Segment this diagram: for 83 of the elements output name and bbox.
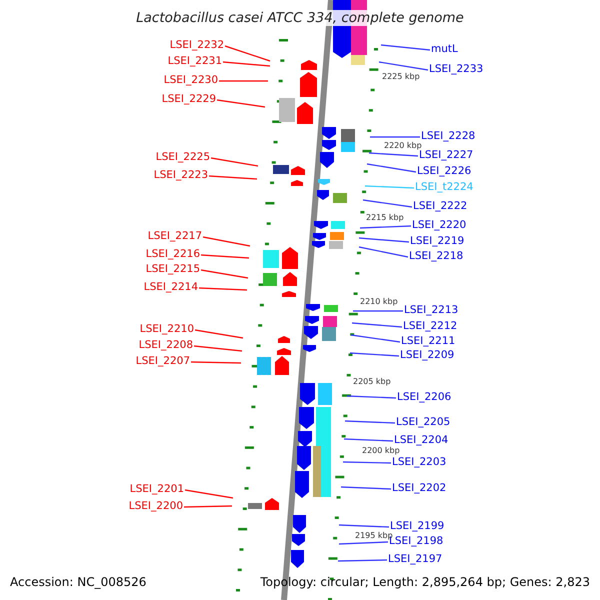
- gene-label: LSEI_2230: [164, 74, 218, 86]
- leader-line: [190, 361, 242, 364]
- leader-line: [350, 334, 400, 343]
- gene-label: LSEI_2228: [421, 130, 476, 142]
- gene-label: LSEI_2218: [409, 250, 464, 262]
- leader-line: [184, 489, 234, 499]
- gene-label: LSEI_2229: [162, 92, 216, 106]
- leader-line: [202, 236, 250, 247]
- leader-line: [353, 310, 403, 312]
- gene-label: LSEI_2227: [419, 148, 474, 162]
- leader-line: [344, 420, 396, 424]
- leader-line: [360, 225, 412, 229]
- gene-label: LSEI_2225: [156, 150, 210, 164]
- leader-line: [380, 44, 430, 51]
- leader-line: [200, 254, 250, 259]
- leader-line: [208, 175, 258, 180]
- scale-label: 2205 kbp: [353, 377, 391, 386]
- gene-label: LSEI_2212: [403, 320, 458, 332]
- leader-line: [222, 61, 270, 67]
- leader-line: [352, 322, 402, 328]
- leader-line: [198, 287, 248, 291]
- gene-label: LSEI_2216: [146, 248, 200, 260]
- gene-label: LSEI_2200: [128, 500, 183, 512]
- leader-line: [194, 345, 242, 352]
- gene-label: LSEI_2214: [144, 280, 198, 294]
- leader-line: [378, 61, 428, 71]
- gene-label: LSEI_2202: [392, 482, 446, 494]
- leader-line: [368, 152, 418, 157]
- gene-label: LSEI_2203: [392, 456, 446, 468]
- gene-label: LSEI_2208: [138, 338, 193, 352]
- gene-label: LSEI_2222: [413, 200, 468, 212]
- scale-label: 2220 kbp: [384, 141, 422, 150]
- leader-line: [346, 395, 396, 399]
- gene-label: LSEI_2226: [417, 164, 472, 178]
- leader-line: [362, 199, 412, 208]
- title: Lactobacillus casei ATCC 334, complete genome: [136, 10, 464, 26]
- gene-label: LSEI_2205: [396, 416, 450, 428]
- gene-label: LSEI_2199: [390, 520, 444, 532]
- gene-label: LSEI_2231: [168, 54, 222, 68]
- gene-label: LSEI_2209: [400, 348, 454, 362]
- gene-label: LSEI_2197: [388, 552, 442, 566]
- gene-label: mutL: [431, 42, 458, 56]
- gene-label: LSEI_2211: [401, 334, 456, 348]
- gene-label: LSEI_2220: [412, 218, 466, 232]
- gene-label: LSEI_2207: [136, 354, 190, 368]
- gene-label: LSEI_2213: [404, 304, 458, 316]
- leader-line: [184, 505, 232, 508]
- gene-label: LSEI_2232: [170, 38, 224, 52]
- leader-line: [364, 185, 414, 189]
- leader-line: [340, 486, 392, 490]
- leader-line: [358, 237, 410, 243]
- info-text: Topology: circular; Length: 2,895,264 bp; Genes: 2,823: [260, 575, 590, 589]
- leader-line: [194, 329, 244, 339]
- gene-label: LSEI_2210: [140, 322, 194, 336]
- leader-line: [219, 80, 268, 82]
- scale-label: 2210 kbp: [360, 297, 398, 306]
- gene-label: LSEI_2219: [410, 234, 464, 248]
- gene-label: LSEI_2204: [394, 434, 448, 446]
- leader-line: [350, 352, 400, 357]
- leader-line: [370, 136, 420, 138]
- gene-label: LSEI_t2224: [415, 180, 474, 194]
- leader-line: [344, 438, 394, 442]
- gene-label: LSEI_2233: [429, 62, 484, 76]
- leader-line: [224, 45, 270, 62]
- leader-line: [366, 163, 416, 173]
- scale-label: 2225 kbp: [382, 72, 420, 81]
- gene-label: LSEI_2223: [154, 168, 208, 182]
- gene-label: LSEI_2206: [397, 390, 452, 404]
- leader-line: [338, 559, 388, 562]
- info-text: Accession: NC_008526: [10, 575, 146, 589]
- leader-line: [200, 269, 248, 279]
- leader-line: [338, 541, 388, 545]
- scale-label: 2195 kbp: [355, 530, 393, 540]
- scale-label: 2200 kbp: [362, 446, 400, 455]
- leader-line: [358, 246, 408, 258]
- leader-line: [216, 99, 266, 108]
- leader-line: [210, 157, 258, 167]
- gene-label: LSEI_2215: [146, 262, 200, 276]
- gene-label: LSEI_2201: [130, 482, 184, 496]
- gene-label: LSEI_2217: [148, 230, 202, 242]
- leader-line: [338, 524, 390, 528]
- leader-line: [342, 461, 392, 464]
- scale-label: 2215 kbp: [366, 213, 404, 222]
